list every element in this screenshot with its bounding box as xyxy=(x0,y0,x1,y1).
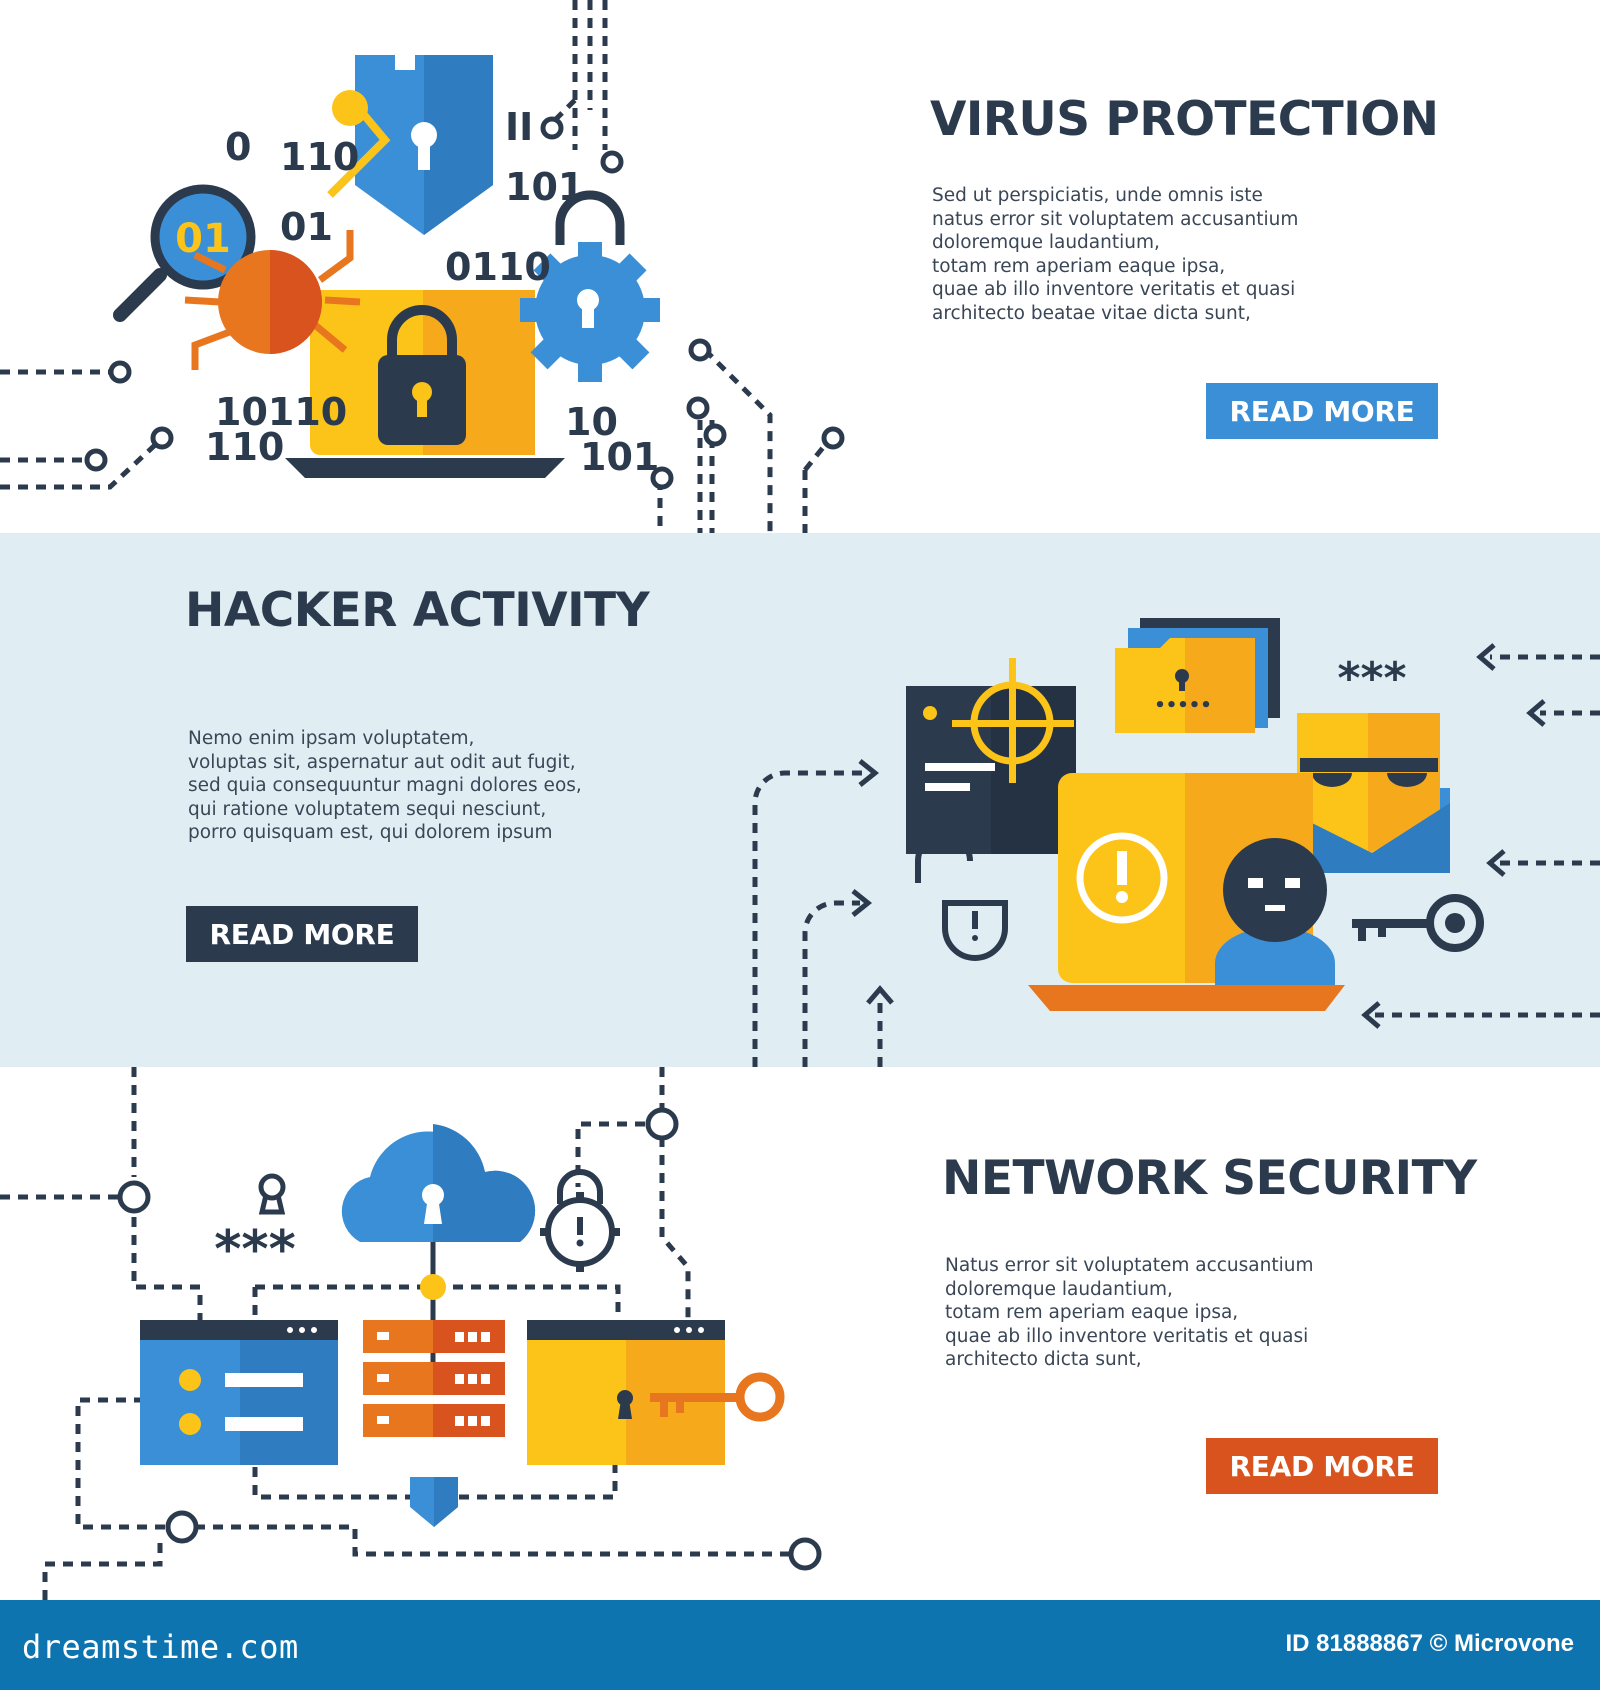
browser-target-icon xyxy=(906,658,1076,854)
magnifier-icon: 01 xyxy=(113,184,256,322)
binary-text: 10 xyxy=(565,400,618,444)
circuit-nodes xyxy=(84,116,845,490)
folder-lock-icon: ••••• xyxy=(1115,618,1280,733)
link-chain-icon xyxy=(327,90,391,198)
svg-text:•••••: ••••• xyxy=(1154,695,1212,716)
description-line: Natus error sit voluptatem accusantium xyxy=(945,1255,1314,1276)
svg-text:01: 01 xyxy=(175,216,231,262)
description-line: voluptas sit, aspernatur aut odit aut fu… xyxy=(188,751,576,773)
network-security-illustration: *** xyxy=(0,1067,822,1600)
password-mask-text: *** xyxy=(214,1220,296,1280)
read-more-button[interactable]: READ MORE xyxy=(186,906,418,962)
description-line: natus error sit voluptatem accusantium xyxy=(932,208,1299,230)
spy-envelope-icon xyxy=(1297,713,1450,873)
binary-text: 101 xyxy=(580,435,659,479)
circuit-nodes xyxy=(117,1107,822,1571)
banner-title: VIRUS PROTECTION xyxy=(930,92,1439,147)
read-more-button[interactable]: READ MORE xyxy=(1206,383,1438,439)
gear-lock-icon xyxy=(520,190,660,382)
description-line: Sed ut perspiciatis, unde omnis iste xyxy=(932,185,1263,206)
binary-text: 10110 xyxy=(215,390,347,434)
shield-icon xyxy=(355,55,493,235)
description-line: quae ab illo inventore veritatis et quas… xyxy=(945,1325,1309,1347)
description-line: totam rem aperiam eaque ipsa, xyxy=(932,255,1226,277)
virus-protection-illustration: 01 0 xyxy=(0,0,845,533)
binary-text: 110 xyxy=(280,135,359,179)
arrow-lines xyxy=(752,654,1600,1067)
hacker-activity-banner: ••••• *** xyxy=(0,533,1600,1067)
description-line: architecto dicta sunt, xyxy=(945,1349,1142,1370)
banner-description: Nemo enim ipsam voluptatem, voluptas sit… xyxy=(188,727,582,845)
arrow-heads xyxy=(851,643,1546,1029)
image-credit: ID 81888867 © Microvone xyxy=(1285,1630,1575,1657)
banner-description: Natus error sit voluptatem accusantium d… xyxy=(945,1254,1314,1372)
watermark-footer: dreamstime.com ID 81888867 © Microvone xyxy=(0,1600,1600,1690)
read-more-button[interactable]: READ MORE xyxy=(1206,1438,1438,1494)
bug-icon xyxy=(184,230,361,370)
banner-title: NETWORK SECURITY xyxy=(942,1151,1477,1206)
binary-text: 110 xyxy=(205,425,284,469)
binary-text: 0110 xyxy=(445,245,551,289)
network-security-banner: *** xyxy=(0,1067,1600,1600)
locked-window-icon xyxy=(527,1320,725,1465)
orange-key-icon xyxy=(650,1372,785,1422)
keyhole-icon xyxy=(258,1173,286,1215)
hacker-icon xyxy=(1215,838,1335,985)
description-line: qui ratione voluptatem sequi nesciunt, xyxy=(188,798,547,820)
binary-text: 0 xyxy=(225,125,251,169)
description-line: doloremque laudantium, xyxy=(945,1278,1173,1300)
description-line: doloremque laudantium, xyxy=(932,232,1160,253)
laptop-lock-icon xyxy=(285,290,565,478)
gear-warning-icon xyxy=(540,1169,620,1272)
open-lock-icon xyxy=(915,832,1008,961)
description-line: sed quia consequuntur magni dolores eos, xyxy=(188,775,582,796)
key-icon xyxy=(1352,894,1484,952)
small-shield-icon xyxy=(410,1477,458,1527)
description-line: totam rem aperiam eaque ipsa, xyxy=(945,1302,1239,1323)
list-window-icon xyxy=(140,1320,338,1465)
description-line: architecto beatae vitae dicta sunt, xyxy=(932,302,1251,324)
connector-node xyxy=(420,1274,446,1300)
description-line: porro quisquam est, qui dolorem ipsum xyxy=(188,822,553,843)
virus-protection-banner: 01 0 xyxy=(0,0,1600,533)
site-logo: dreamstime.com xyxy=(22,1628,299,1666)
binary-digits: 0 110 01 0110 10110 110 II 101 10 101 xyxy=(205,105,659,479)
binary-text: 101 xyxy=(505,165,584,209)
banner-description: Sed ut perspiciatis, unde omnis iste nat… xyxy=(932,184,1298,325)
hacker-activity-illustration: ••••• *** xyxy=(752,618,1600,1067)
binary-text: II xyxy=(505,105,533,149)
password-mask-text: *** xyxy=(1337,653,1406,704)
banner-title: HACKER ACTIVITY xyxy=(185,583,650,638)
description-line: Nemo enim ipsam voluptatem, xyxy=(188,728,475,749)
server-stack-icon xyxy=(363,1320,505,1437)
description-line: quae ab illo inventore veritatis et quas… xyxy=(932,279,1296,300)
binary-text: 01 xyxy=(280,205,333,249)
cloud-lock-icon xyxy=(341,1124,536,1242)
